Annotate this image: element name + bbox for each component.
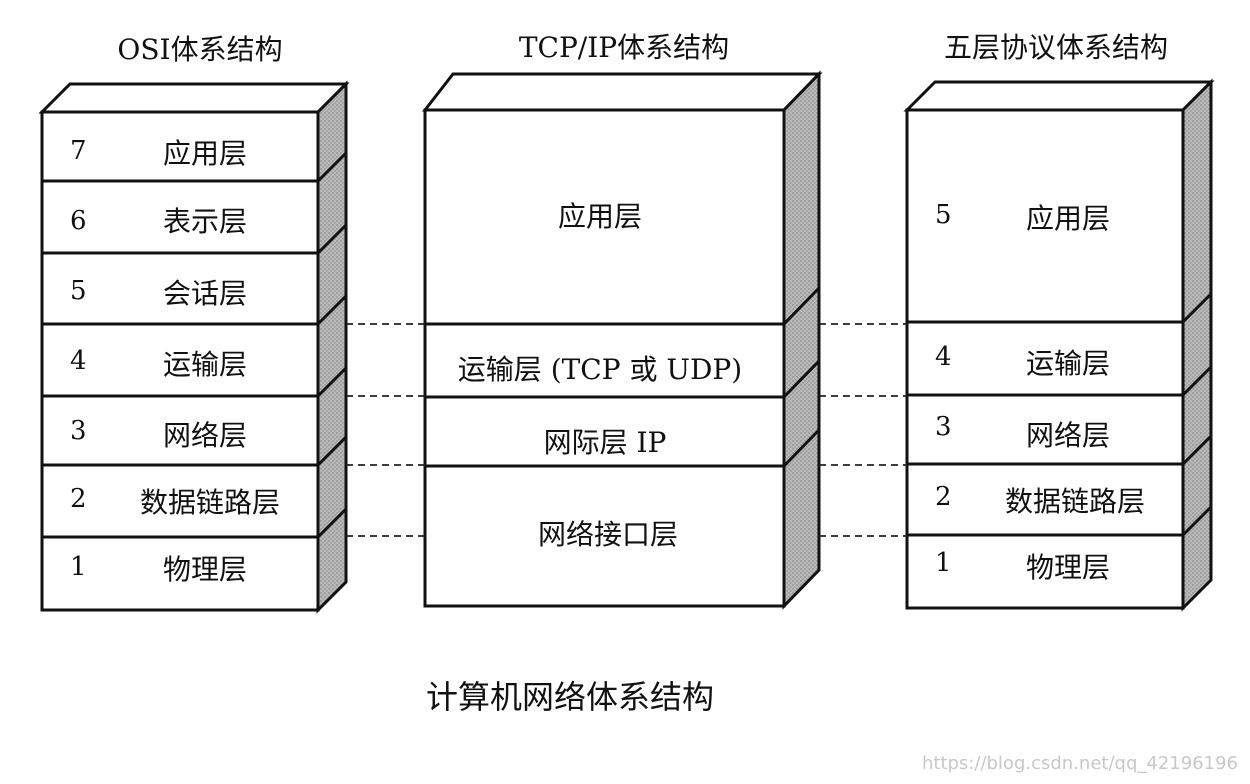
osi-layer-number: 3 (70, 416, 87, 446)
osi-layer-number: 4 (70, 346, 87, 376)
tcpip-stack-box (421, 70, 823, 610)
five-layer-name: 数据链路层 (1004, 485, 1146, 518)
five-layer-stack-front-face (905, 108, 1185, 610)
tcpip-stack-top-face (421, 72, 823, 112)
tcpip-layer-network-interface: 网络接口层 (537, 518, 679, 551)
osi-layer-number: 1 (70, 552, 87, 582)
osi-layer-name: 应用层 (162, 137, 248, 170)
osi-layer-name: 网络层 (162, 419, 248, 452)
osi-layer-number: 6 (70, 206, 87, 236)
osi-stack-front-face (40, 110, 320, 612)
five-layer-dividers (907, 292, 1213, 537)
osi-layer-name: 数据链路层 (139, 486, 281, 519)
tcpip-layer-dividers (425, 286, 821, 468)
five-layer-number: 5 (935, 200, 952, 230)
osi-layer-name: 物理层 (162, 553, 248, 586)
osi-stack-top-face (38, 82, 350, 114)
osi-layer-dividers (42, 151, 348, 539)
five-layer-stack-top-face (903, 80, 1215, 112)
five-layer-number: 1 (935, 548, 952, 578)
five-layer-name: 物理层 (1025, 551, 1111, 584)
osi-layer-name: 运输层 (162, 348, 248, 381)
tcpip-layer-application: 应用层 (557, 200, 643, 233)
osi-layer-name: 表示层 (162, 205, 248, 238)
tcpip-layer-internet: 网际层 IP (543, 426, 667, 459)
osi-stack-title: OSI体系结构 (117, 33, 283, 66)
osi-stack-box (38, 80, 350, 614)
osi-layer-number: 7 (70, 136, 87, 166)
tcpip-layer-transport: 运输层 (TCP 或 UDP) (457, 353, 743, 386)
tcpip-stack-title: TCP/IP体系结构 (518, 31, 730, 64)
five-layer-stack-title: 五层协议体系结构 (943, 31, 1169, 64)
five-layer-name: 运输层 (1025, 347, 1111, 380)
five-layer-name: 网络层 (1025, 419, 1111, 452)
five-layer-number: 2 (935, 482, 952, 512)
layer-correspondence-lines (346, 323, 907, 537)
osi-layer-name: 会话层 (162, 277, 248, 310)
five-layer-name: 应用层 (1025, 202, 1111, 235)
osi-layer-number: 5 (70, 276, 87, 306)
tcpip-stack-side-face (782, 70, 821, 610)
diagram-caption: 计算机网络体系结构 (425, 678, 715, 716)
tcpip-stack-front-face (423, 108, 786, 608)
five-layer-number: 3 (935, 412, 952, 442)
watermark-url: https://blog.csdn.net/qq_42196196 (921, 753, 1238, 774)
five-layer-stack-box (903, 78, 1215, 612)
five-layer-number: 4 (935, 342, 952, 372)
osi-layer-number: 2 (70, 484, 87, 514)
